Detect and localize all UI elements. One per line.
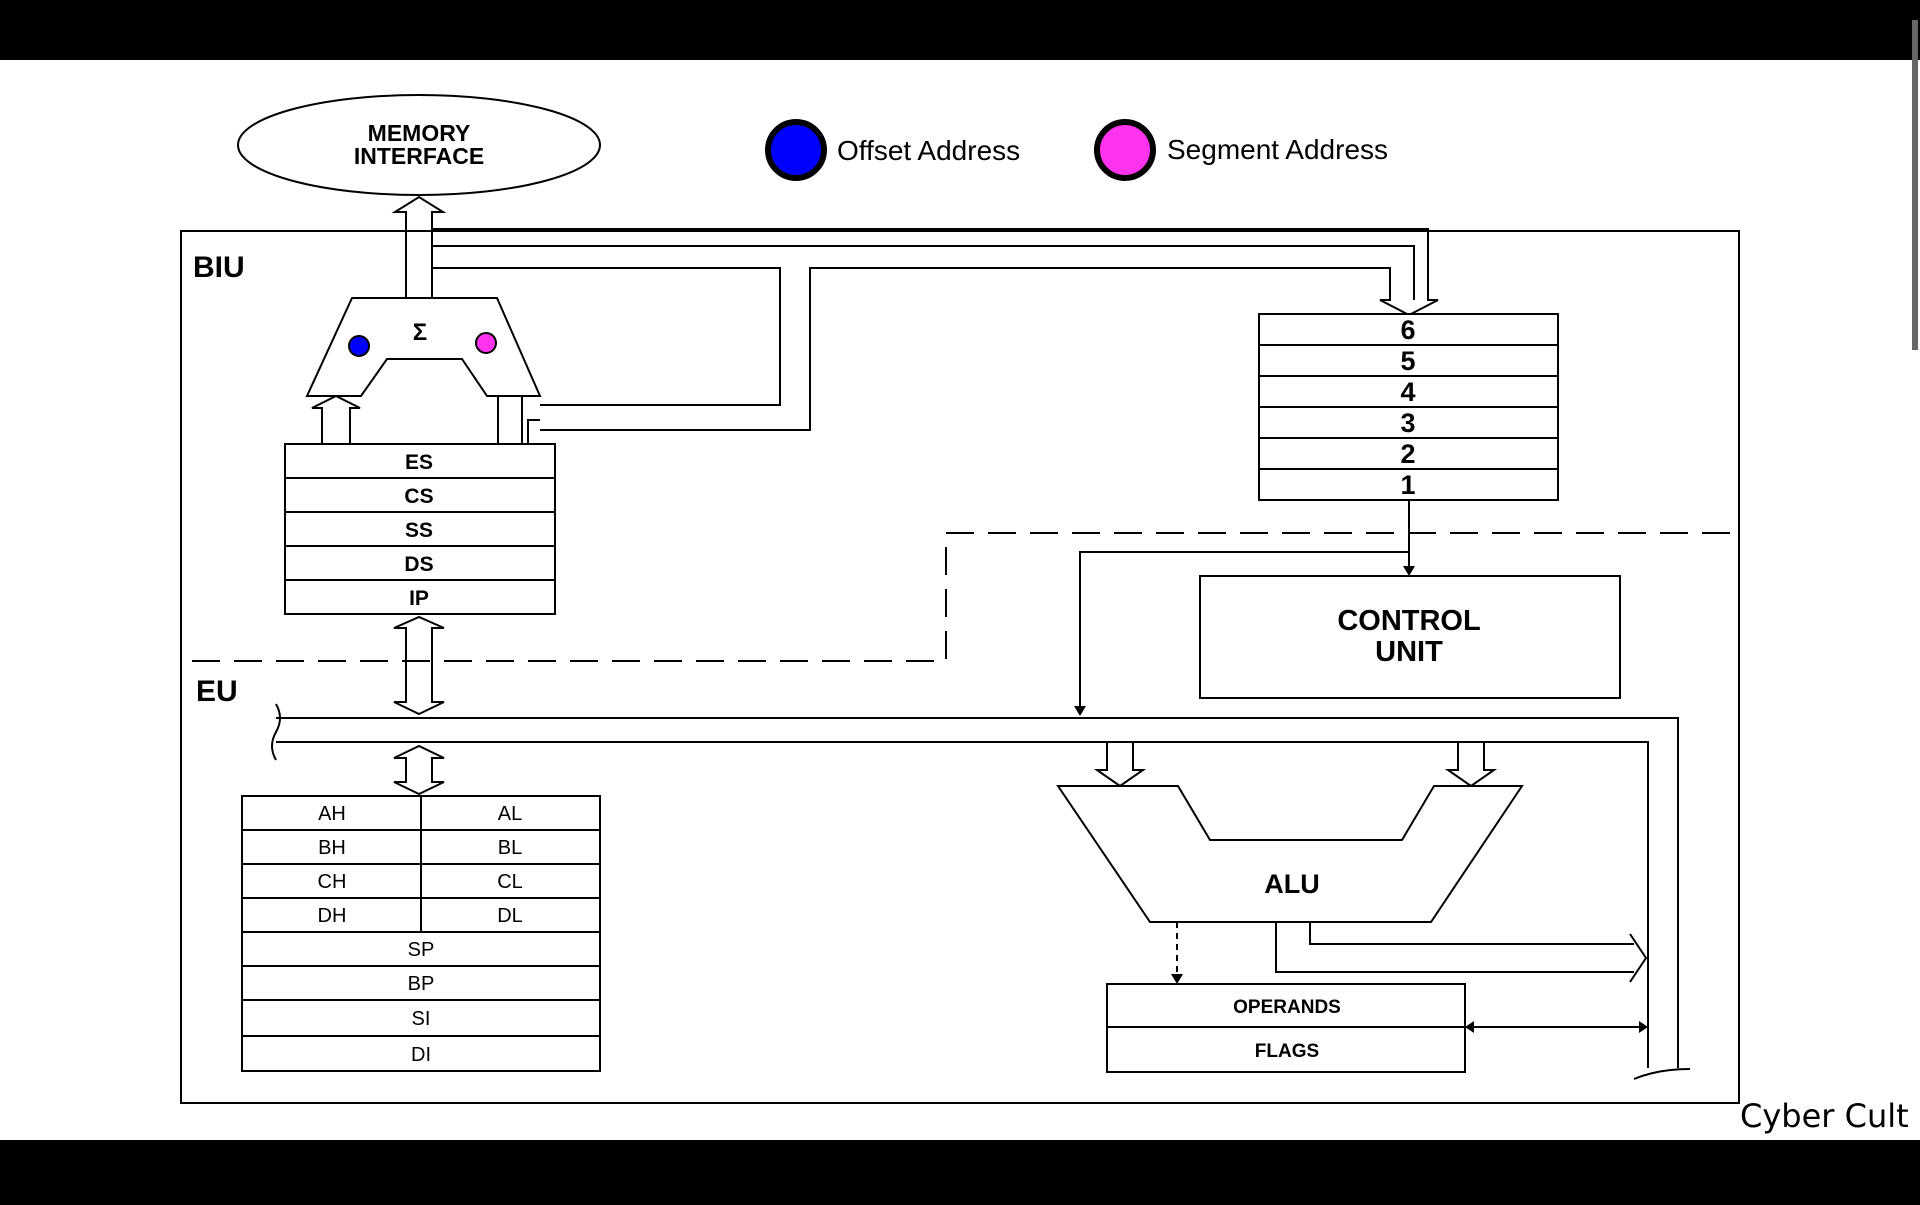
queue-slot-5: 5	[1400, 346, 1415, 376]
internal-data-bus	[271, 703, 1691, 1080]
register-dh: DH	[318, 905, 347, 927]
legend-segment-label: Segment Address	[1167, 134, 1388, 165]
register-cs: CS	[404, 485, 433, 508]
segment-register-frame	[284, 443, 556, 615]
adder-segment-dot-icon	[475, 332, 497, 354]
biu-eu-divider	[192, 532, 1733, 662]
control-unit-line2: UNIT	[1375, 636, 1443, 668]
register-ss: SS	[405, 519, 433, 542]
register-di: DI	[411, 1044, 431, 1066]
queue-slot-2: 2	[1400, 439, 1415, 469]
memory-interface-line1: MEMORY	[368, 120, 471, 146]
channel-watermark: Cyber Cult	[1740, 1097, 1909, 1135]
register-bl: BL	[498, 837, 522, 859]
queue-slot-1: 1	[1400, 470, 1415, 500]
register-al: AL	[498, 803, 522, 825]
register-dl: DL	[497, 905, 523, 927]
register-ds: DS	[404, 553, 433, 576]
register-sp: SP	[408, 939, 435, 961]
operands-label: OPERANDS	[1233, 997, 1341, 1018]
segment-register-stack: ES CS SS DS IP	[284, 443, 556, 615]
adder-offset-dot-icon	[348, 335, 370, 357]
offset-address-dot-icon	[765, 119, 827, 181]
general-register-file: AH AL BH BL CH CL DH DL SP BP SI DI	[241, 795, 601, 1072]
register-bp: BP	[408, 973, 435, 995]
register-ah: AH	[318, 803, 346, 825]
biu-eu-outer-box	[180, 230, 1740, 1104]
memory-bus-arrow	[391, 195, 447, 300]
flags-label: FLAGS	[1255, 1041, 1319, 1062]
biu-eu-double-arrow	[393, 615, 445, 716]
instruction-queue: 6 5 4 3 2 1	[1258, 313, 1559, 501]
register-ch: CH	[318, 871, 347, 893]
address-adder: Σ	[305, 297, 542, 397]
queue-slot-4: 4	[1400, 377, 1415, 407]
eu-label: EU	[196, 675, 238, 708]
segment-address-dot-icon	[1094, 119, 1156, 181]
register-si: SI	[412, 1008, 431, 1030]
queue-to-control-arrow	[1074, 500, 1415, 716]
alu-output-arrow	[1275, 922, 1648, 983]
alu-to-operands-arrow	[1171, 922, 1183, 984]
alu-shape	[1056, 785, 1524, 923]
control-unit: CONTROL UNIT	[1199, 575, 1621, 699]
alu: ALU	[1056, 785, 1524, 923]
adder-shape	[305, 297, 542, 397]
scrollbar[interactable]	[1912, 20, 1918, 350]
adder-sigma-label: Σ	[413, 319, 427, 346]
bottom-letterbox	[0, 1140, 1920, 1200]
legend-offset-label: Offset Address	[837, 135, 1020, 166]
register-ip: IP	[409, 587, 429, 610]
alu-label: ALU	[1264, 869, 1320, 899]
biu-label: BIU	[193, 251, 245, 284]
queue-slot-3: 3	[1400, 408, 1415, 438]
memory-interface-ellipse	[237, 94, 601, 196]
segment-to-adder-arrows	[311, 394, 540, 444]
control-unit-line1: CONTROL	[1337, 605, 1480, 637]
bus-to-registers-arrow	[393, 744, 445, 796]
control-unit-box	[1199, 575, 1621, 699]
memory-interface: MEMORY INTERFACE	[237, 94, 601, 196]
queue-slot-6: 6	[1400, 315, 1415, 345]
register-cl: CL	[497, 871, 523, 893]
queue-bus-arrow	[432, 228, 1439, 431]
operands-flags: OPERANDS FLAGS	[1106, 983, 1466, 1073]
register-es: ES	[405, 451, 433, 474]
flags-bus-arrow	[1465, 1021, 1648, 1033]
register-bh: BH	[318, 837, 346, 859]
memory-interface-line2: INTERFACE	[354, 143, 484, 169]
top-letterbox	[0, 0, 1920, 60]
legend: Offset Address Segment Address	[765, 119, 1388, 181]
